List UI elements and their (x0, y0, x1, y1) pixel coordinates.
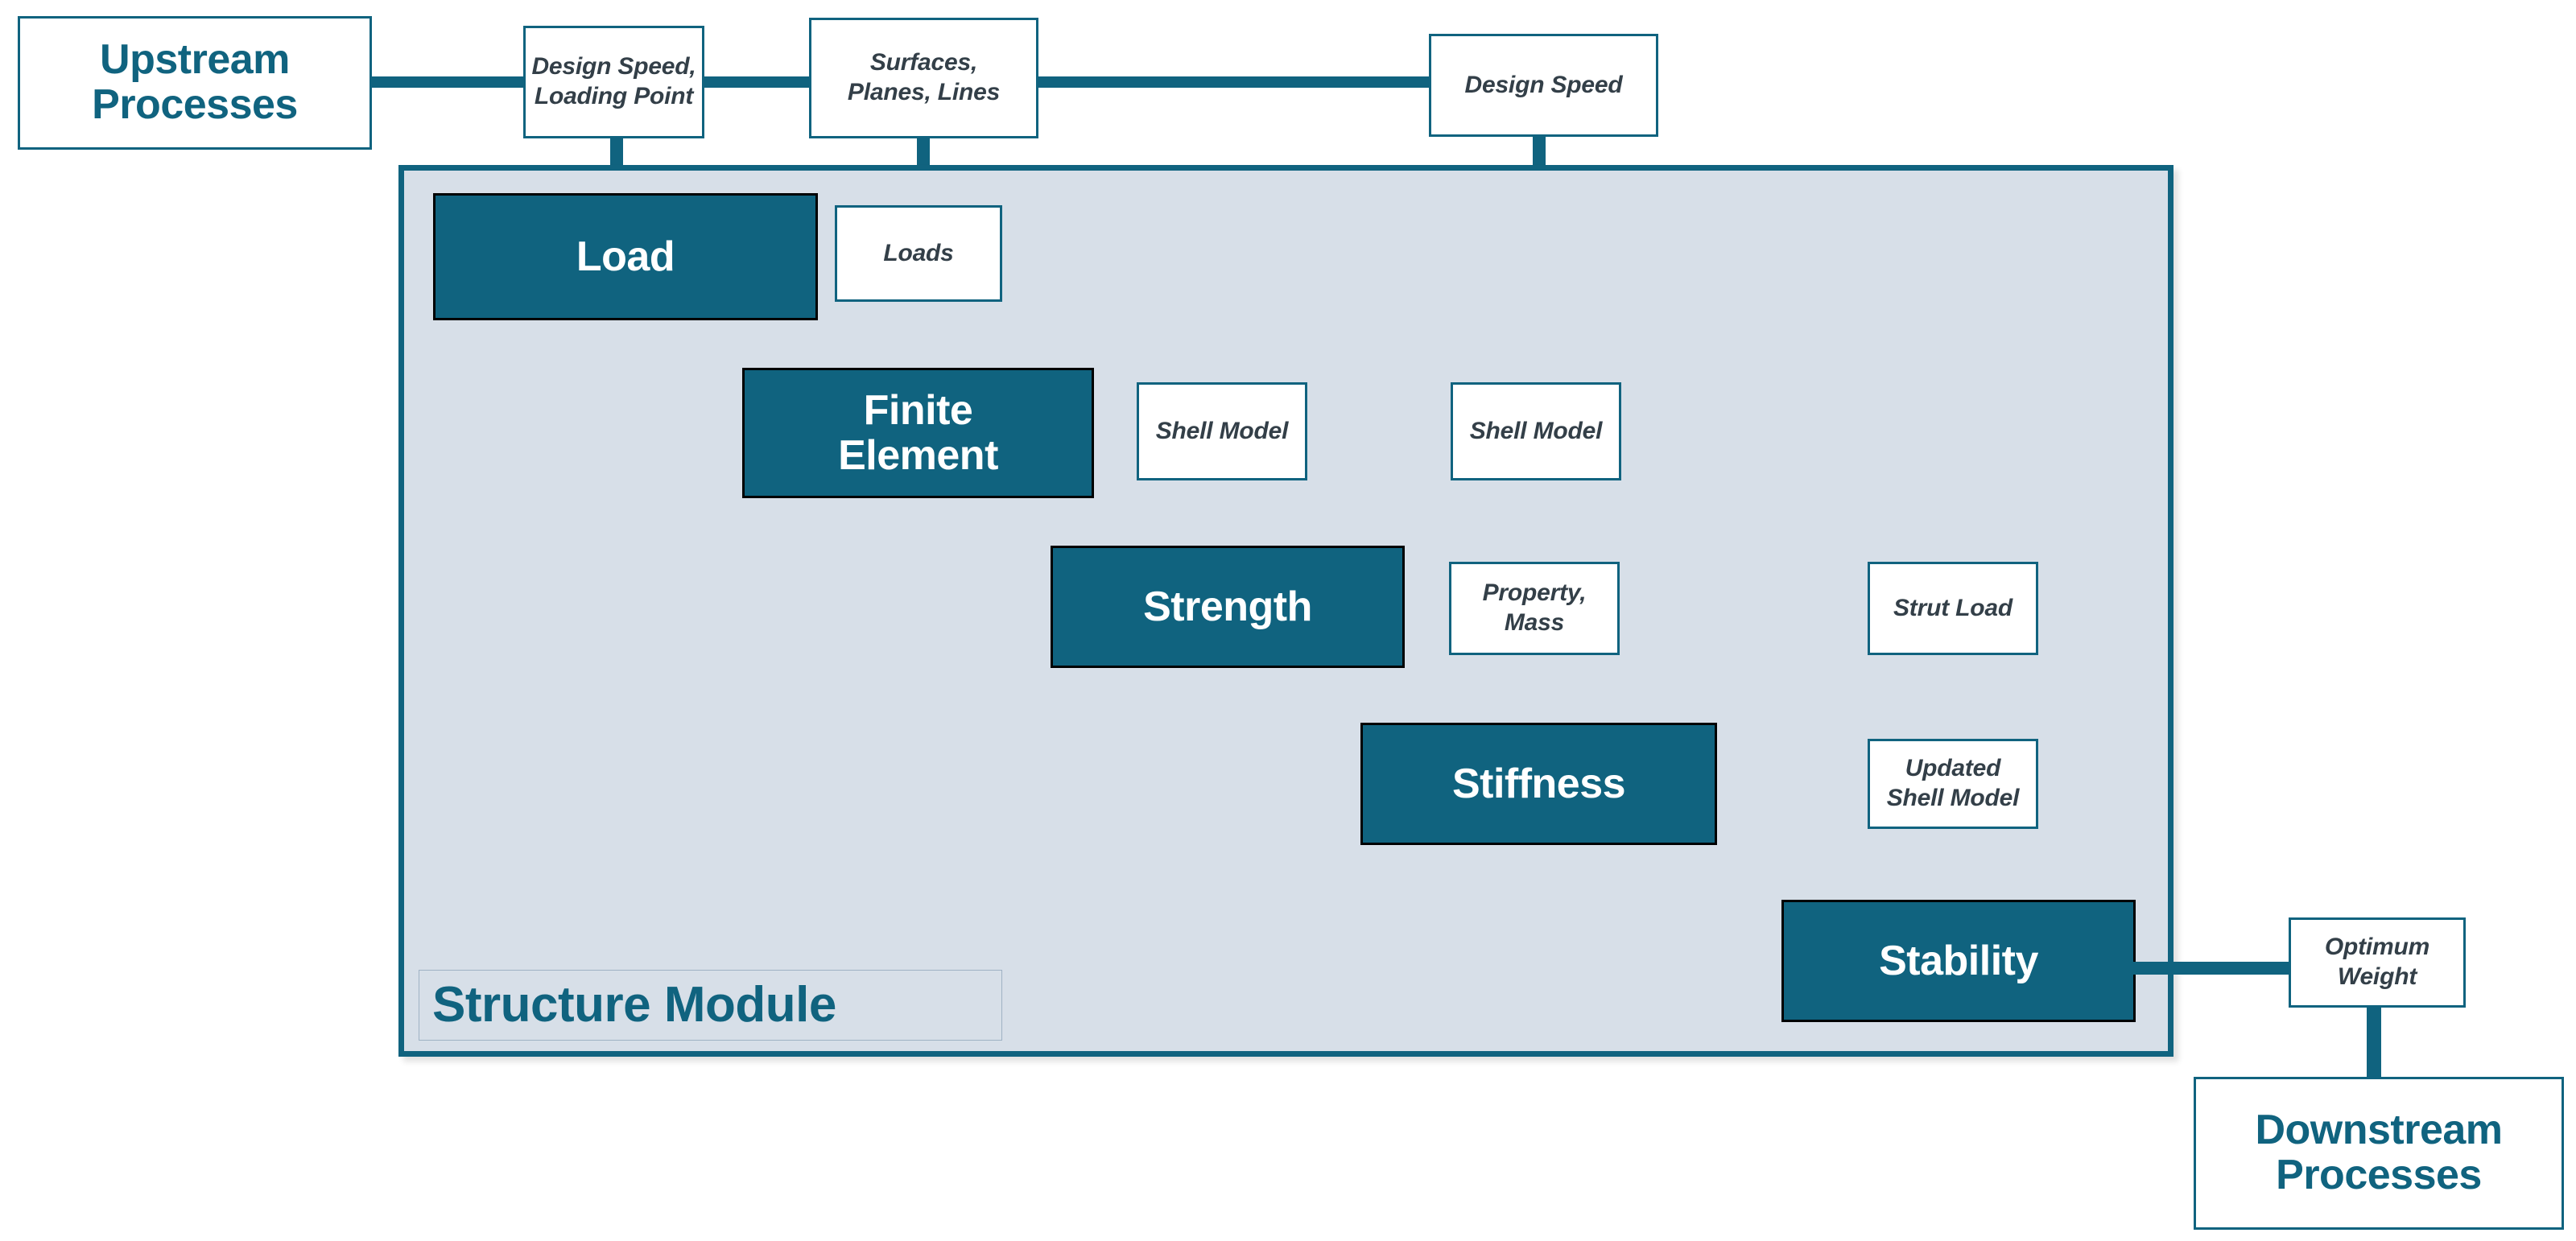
data-box-strut-load[interactable]: Strut Load (1868, 562, 2038, 655)
block-stiffness[interactable]: Stiffness (1360, 723, 1717, 845)
data-box-loads-label: Loads (883, 239, 954, 266)
data-box-strut-load-label: Strut Load (1893, 594, 2013, 621)
data-box-surfaces-planes-lines[interactable]: Surfaces,Planes, Lines (809, 18, 1038, 138)
block-stability-label: Stability (1879, 937, 2038, 984)
module-title: Structure Module (419, 970, 1002, 1041)
block-stiffness-label: Stiffness (1451, 760, 1626, 807)
block-strength[interactable]: Strength (1051, 546, 1405, 668)
module-title-label: Structure Module (432, 977, 836, 1033)
connector-design-speed-loading-point-to-surfaces (700, 76, 813, 88)
connector-stability-to-optimum-weight (2093, 962, 2294, 975)
data-box-property-mass[interactable]: Property,Mass (1449, 562, 1620, 655)
connector-upstream-to-design-speed-loading-point (370, 76, 531, 88)
data-box-design-speed-loading-point[interactable]: Design Speed,Loading Point (523, 26, 704, 138)
data-box-shell-model-left-label: Shell Model (1155, 417, 1289, 444)
block-load[interactable]: Load (433, 193, 818, 320)
connector-surfaces-to-design-speed (1034, 76, 1437, 88)
block-strength-label: Strength (1143, 583, 1312, 630)
data-box-shell-model-right[interactable]: Shell Model (1451, 382, 1621, 480)
data-box-design-speed[interactable]: Design Speed (1429, 34, 1658, 137)
data-box-design-speed-label: Design Speed (1464, 71, 1623, 98)
data-box-shell-model-left[interactable]: Shell Model (1137, 382, 1307, 480)
block-stability[interactable]: Stability (1781, 900, 2136, 1022)
data-box-loads[interactable]: Loads (835, 205, 1002, 302)
connector-optimum-weight-to-downstream (2367, 1006, 2381, 1078)
block-load-label: Load (576, 233, 675, 280)
data-box-shell-model-right-label: Shell Model (1469, 417, 1603, 444)
